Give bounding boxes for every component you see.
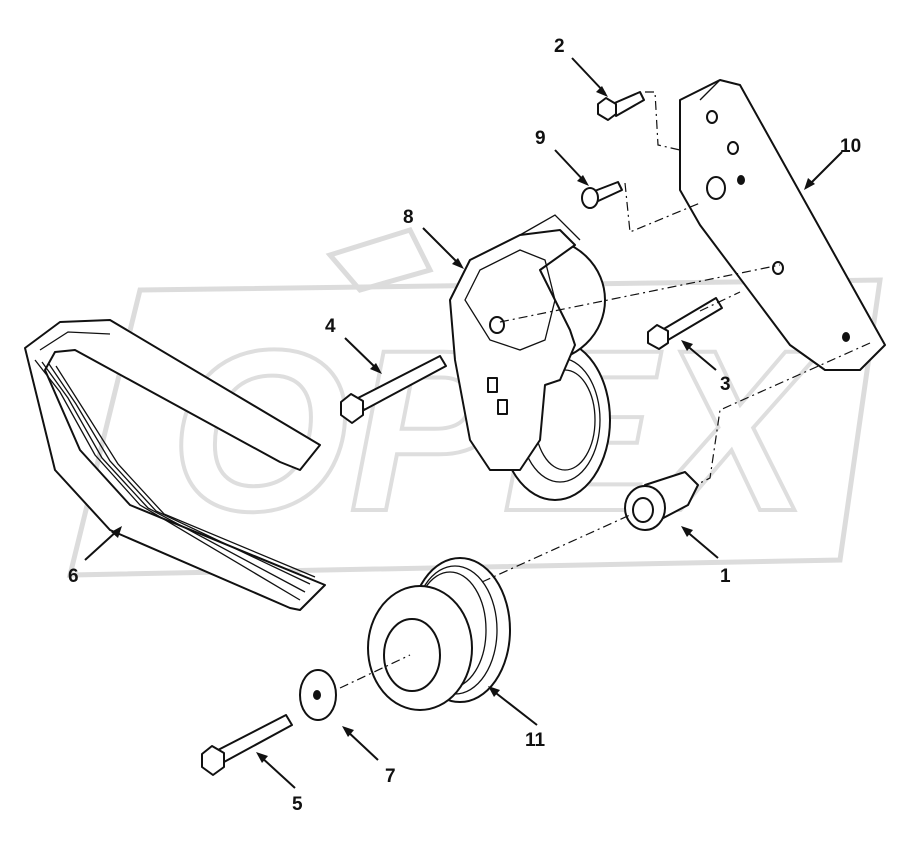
callout-4: 4 bbox=[325, 316, 336, 337]
bolt-4-part bbox=[340, 355, 447, 424]
callout-9: 9 bbox=[535, 128, 546, 149]
callout-6: 6 bbox=[68, 566, 79, 587]
callout-labels: 2 9 10 8 4 3 1 6 11 7 5 bbox=[68, 36, 861, 815]
callout-2: 2 bbox=[554, 36, 565, 57]
callout-11: 11 bbox=[525, 730, 546, 751]
bolt-5-part bbox=[201, 714, 293, 776]
callout-1: 1 bbox=[720, 566, 731, 587]
bolt-9-part bbox=[581, 181, 623, 209]
callout-5: 5 bbox=[292, 794, 303, 815]
spacer-part bbox=[624, 471, 699, 531]
callout-10: 10 bbox=[840, 136, 861, 157]
bolt-2-part bbox=[597, 91, 645, 121]
callout-8: 8 bbox=[403, 207, 414, 228]
mounting-bracket-part bbox=[679, 79, 886, 371]
callout-7: 7 bbox=[385, 766, 396, 787]
alignment-lines bbox=[339, 91, 871, 689]
washer-part bbox=[299, 669, 337, 721]
belt-tensioner-part bbox=[449, 214, 611, 501]
callout-3: 3 bbox=[720, 374, 731, 395]
leader-arrows bbox=[84, 57, 843, 789]
serpentine-belt-part bbox=[24, 319, 326, 611]
idler-pulley-part bbox=[367, 557, 511, 711]
bolt-3-part bbox=[647, 297, 723, 350]
